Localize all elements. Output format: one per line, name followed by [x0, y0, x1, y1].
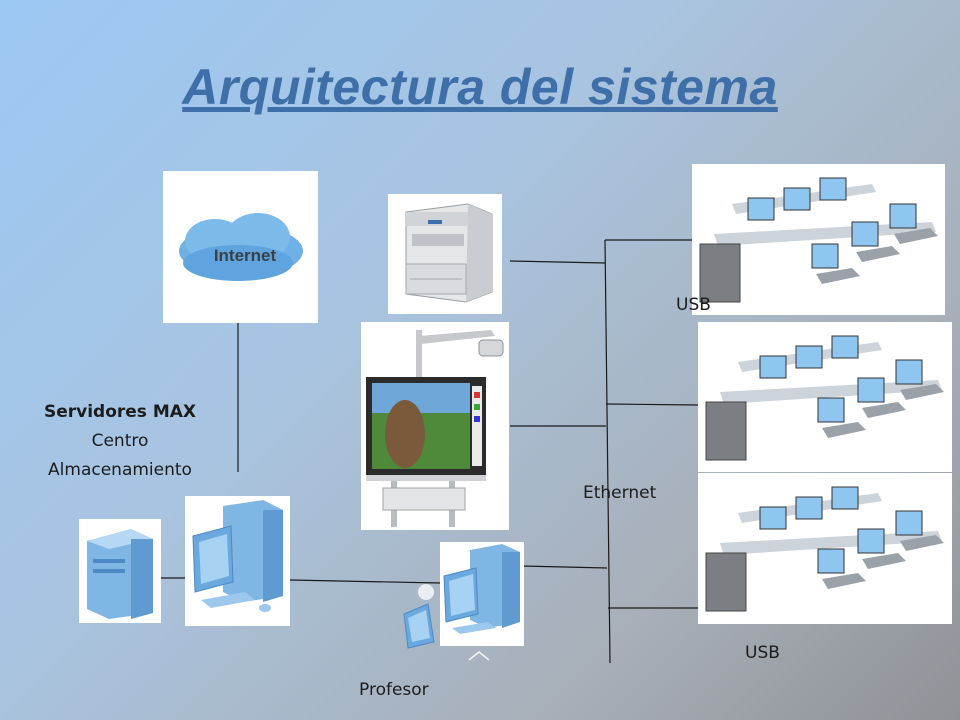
server-label-line2: Centro — [91, 431, 149, 451]
computer-lab-1-image — [692, 164, 945, 315]
printer-to-bus-line — [509, 260, 606, 264]
internet-cloud-image: Internet — [163, 171, 318, 323]
server-label-line3: Almacenamiento — [48, 460, 192, 480]
usb-label-top: USB — [676, 295, 711, 315]
server-tower-image — [79, 519, 161, 623]
ethernet-bus-line — [604, 239, 611, 664]
server-label-title: Servidores MAX — [43, 402, 197, 422]
printer-image — [388, 194, 502, 314]
bus-to-lab2-line — [605, 403, 699, 406]
interactive-whiteboard-image — [361, 322, 509, 530]
internet-text: Internet — [214, 246, 277, 265]
teacher-label: Profesor — [359, 680, 429, 700]
usb-label-bottom: USB — [745, 643, 780, 663]
caret-up-icon — [467, 650, 491, 662]
slide-title: Arquitectura del sistema — [182, 59, 778, 115]
server-label: Servidores MAX Centro Almacenamiento — [20, 398, 220, 485]
teacher-person-icon — [398, 580, 446, 650]
server-workstation-image — [185, 496, 290, 626]
server-to-teacher-line — [289, 579, 441, 584]
teacher-workstation-image — [440, 542, 524, 646]
teacher-to-bus-line — [521, 565, 608, 569]
ethernet-label: Ethernet — [583, 483, 657, 503]
computer-lab-3-image — [698, 473, 952, 624]
computer-lab-2-image — [698, 322, 952, 472]
